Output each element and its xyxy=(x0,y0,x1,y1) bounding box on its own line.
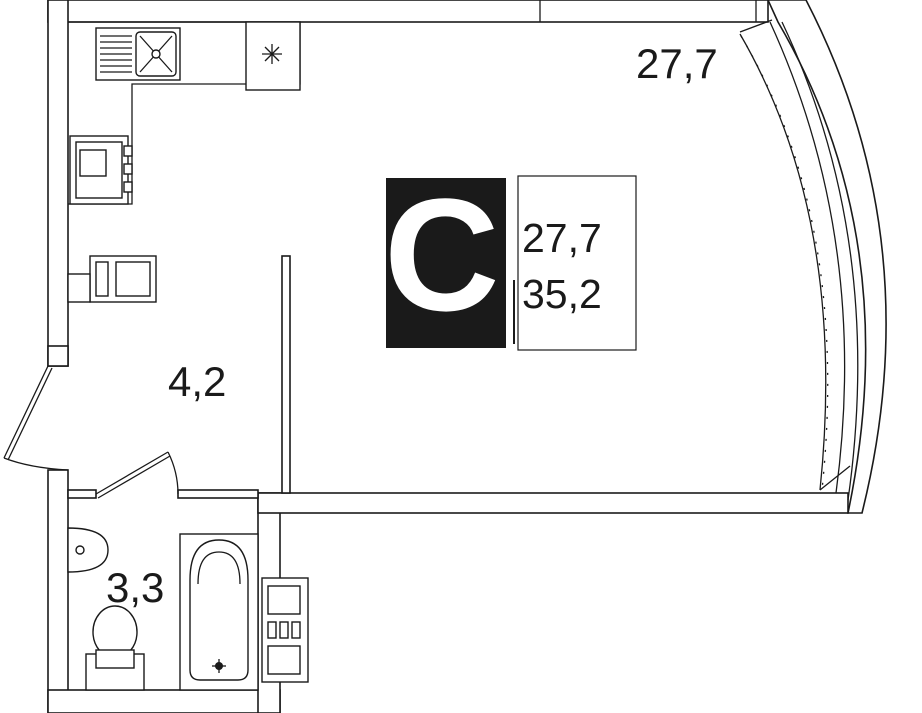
hall-area-label: 4,2 xyxy=(168,358,226,405)
living-room-area-label: 27,7 xyxy=(636,40,718,87)
badge-total-area: 35,2 xyxy=(522,271,602,317)
badge-logo-block xyxy=(386,178,506,348)
bathtub-icon xyxy=(179,533,259,691)
walls xyxy=(47,0,849,713)
bathroom-area-label: 3,3 xyxy=(106,564,164,611)
stove-icon xyxy=(69,135,133,205)
badge-letter: С xyxy=(384,165,500,344)
washer-icon xyxy=(67,255,157,303)
washbasin-icon xyxy=(67,527,109,573)
toilet-icon xyxy=(85,605,145,691)
sink-icon xyxy=(95,27,181,81)
curved-window xyxy=(739,0,887,514)
apartment-badge: С 27,7 35,2 xyxy=(384,165,637,351)
badge-living-area: 27,7 xyxy=(522,215,602,261)
radiator-icon xyxy=(261,577,309,683)
bathroom-door xyxy=(95,451,179,499)
entrance-door xyxy=(3,365,69,471)
fridge-icon xyxy=(245,21,301,91)
